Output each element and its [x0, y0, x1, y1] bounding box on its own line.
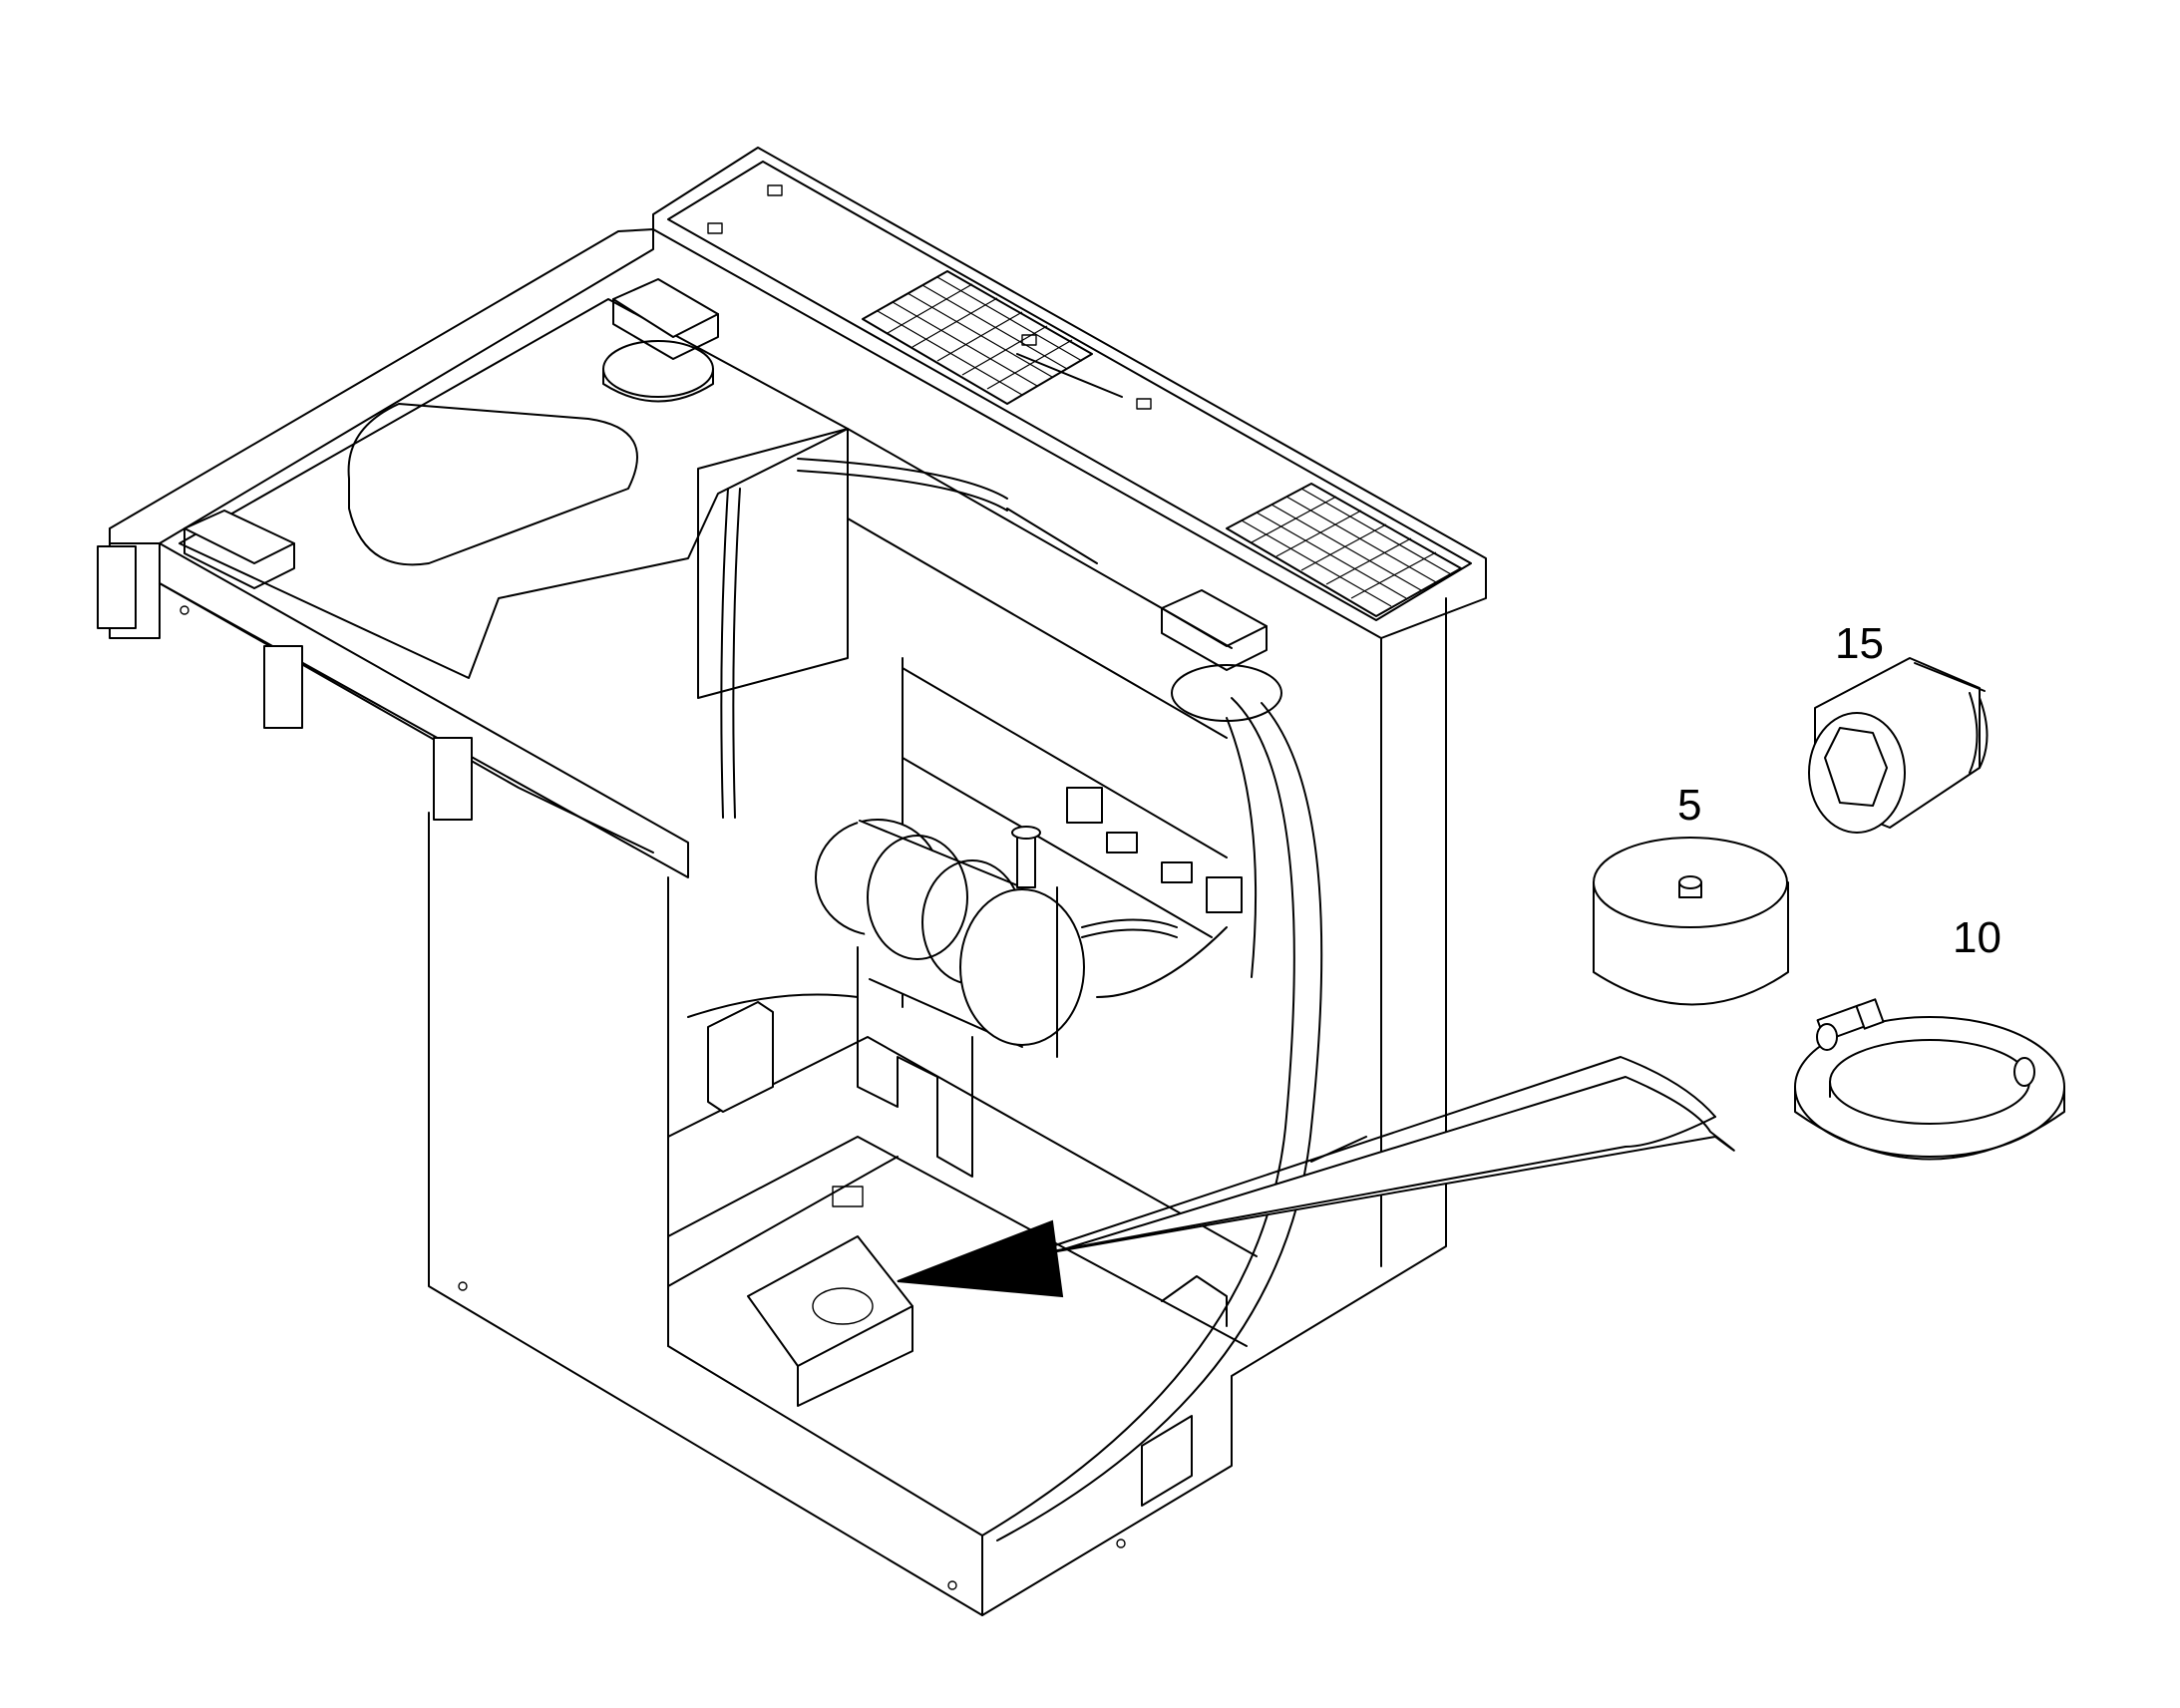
cylindrical-tank-icon — [815, 819, 1178, 1058]
callout-item-15: 15 — [1835, 619, 1884, 668]
mount-pad-back — [602, 278, 719, 403]
hose-coil-icon — [1794, 998, 2065, 1161]
mount-pad-left — [183, 510, 295, 589]
callout-item-10: 10 — [1953, 913, 2001, 962]
leader-arrow-icon — [897, 1056, 1735, 1298]
cap-plug-icon — [1593, 837, 1789, 1006]
impact-socket-icon — [1808, 657, 1989, 834]
mount-pad-right — [1161, 589, 1282, 722]
callout-item-5: 5 — [1677, 781, 1701, 830]
vent-grate-1 — [862, 270, 1093, 405]
cabinet-frame-icon — [97, 147, 1487, 1616]
vent-grate-2 — [1226, 483, 1462, 617]
